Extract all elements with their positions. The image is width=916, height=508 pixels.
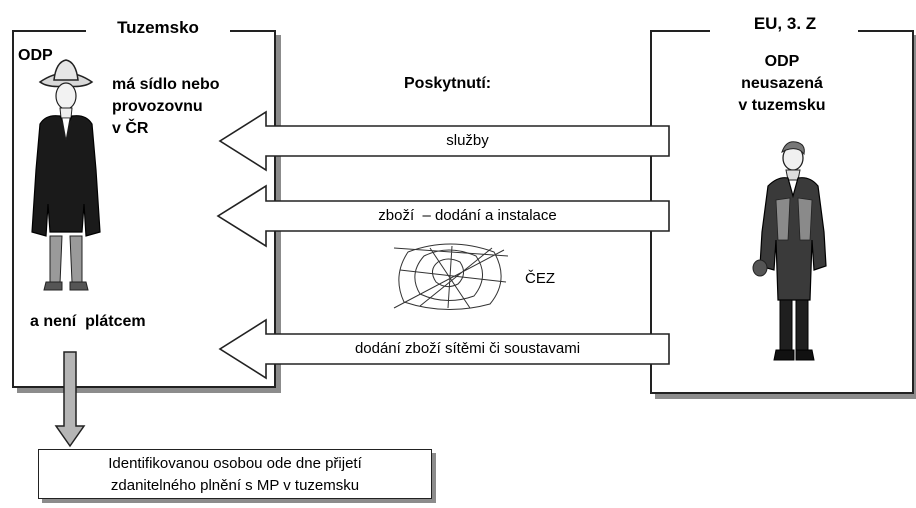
domestic-box-top-right-line bbox=[230, 30, 274, 32]
services-label: služby bbox=[446, 132, 489, 149]
domestic-box-top-left-line bbox=[12, 30, 86, 32]
identified-person-line-2: zdanitelného plnění s MP v tuzemsku bbox=[110, 477, 360, 494]
down-arrow bbox=[54, 351, 86, 448]
cez-label: ČEZ bbox=[525, 270, 555, 287]
spider-web-icon bbox=[393, 243, 509, 310]
foreign-odp-label: ODP bbox=[764, 53, 800, 70]
foreign-title: EU, 3. Z bbox=[753, 14, 817, 33]
man-in-cowboy-hat-icon bbox=[31, 59, 101, 291]
man-in-coat-icon bbox=[752, 141, 827, 361]
foreign-line-1: neusazená bbox=[741, 75, 823, 92]
identified-person-line-1: Identifikovanou osobou ode dne přijetí bbox=[108, 455, 362, 472]
goods-installation-label: zboží – dodání a instalace bbox=[378, 207, 557, 224]
foreign-box-top-left-line bbox=[650, 30, 710, 32]
services-arrow bbox=[218, 110, 670, 172]
network-supply-arrow bbox=[218, 318, 670, 380]
domestic-odp-label: ODP bbox=[18, 47, 53, 64]
seat-line-1: má sídlo nebo bbox=[112, 76, 220, 93]
foreign-box-top-right-line bbox=[858, 30, 912, 32]
seat-line-3: v ČR bbox=[112, 120, 149, 137]
provision-heading: Poskytnutí: bbox=[404, 75, 492, 92]
identified-person-box: Identifikovanou osobou ode dne přijetí z… bbox=[38, 449, 432, 499]
goods-installation-arrow bbox=[216, 184, 670, 248]
network-supply-label: dodání zboží sítěmi či soustavami bbox=[354, 340, 581, 357]
seat-line-2: provozovnu bbox=[112, 98, 203, 115]
domestic-title: Tuzemsko bbox=[117, 18, 199, 37]
foreign-line-2: v tuzemsku bbox=[738, 97, 826, 114]
not-payer-label: a není plátcem bbox=[30, 313, 146, 330]
